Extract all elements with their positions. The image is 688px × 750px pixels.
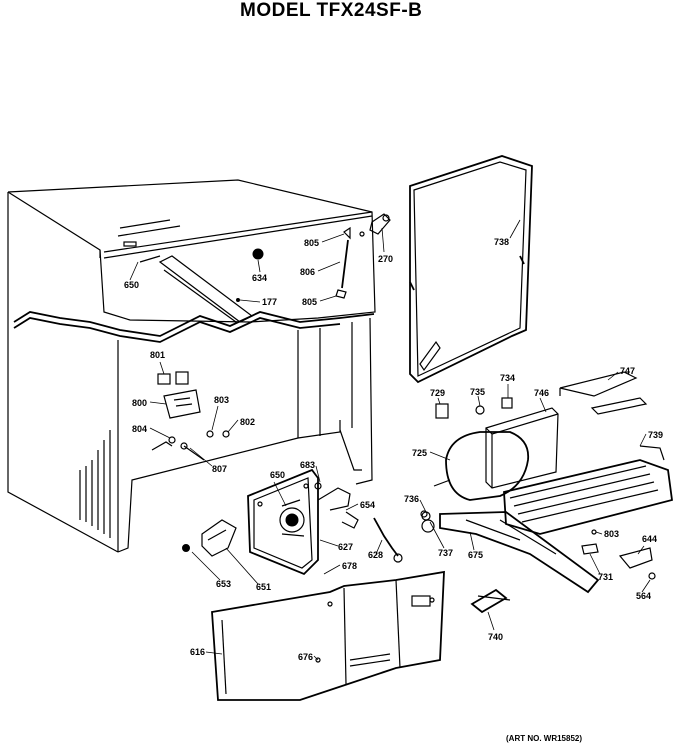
- label-628: 628: [368, 550, 383, 560]
- label-729: 729: [430, 388, 445, 398]
- cabinet: [7, 179, 376, 553]
- label-806: 806: [300, 267, 315, 277]
- label-804: 804: [132, 424, 147, 434]
- label-676: 676: [298, 652, 313, 662]
- label-805b: 805: [302, 297, 317, 307]
- label-746: 746: [534, 388, 549, 398]
- label-650: 650: [124, 280, 139, 290]
- fan-blade: [182, 519, 237, 557]
- label-731: 731: [598, 572, 613, 582]
- label-747: 747: [620, 366, 635, 376]
- compressor: [433, 431, 530, 501]
- label-739: 739: [648, 430, 663, 440]
- label-725: 725: [412, 448, 427, 458]
- label-564: 564: [636, 591, 651, 601]
- label-650b: 650: [270, 470, 285, 480]
- label-738: 738: [494, 237, 509, 247]
- relay-box: [485, 407, 559, 489]
- label-683: 683: [300, 460, 315, 470]
- label-736: 736: [404, 494, 419, 504]
- leader-lines: [129, 219, 651, 661]
- label-803b: 803: [604, 529, 619, 539]
- label-651: 651: [256, 582, 271, 592]
- label-177: 177: [262, 297, 277, 307]
- compressor-base-plate: [439, 511, 600, 594]
- label-675: 675: [468, 550, 483, 560]
- label-802: 802: [240, 417, 255, 427]
- label-800: 800: [132, 398, 147, 408]
- part-labels: 805 806 805 270 634 177 650 738 801 800 …: [124, 237, 663, 662]
- drain-clip-740: [470, 588, 511, 614]
- label-801: 801: [150, 350, 165, 360]
- label-803a: 803: [214, 395, 229, 405]
- rear-access-cover: [211, 570, 445, 701]
- label-805a: 805: [304, 238, 319, 248]
- label-654: 654: [360, 500, 375, 510]
- art-number: (ART NO. WR15852): [506, 734, 583, 743]
- label-653: 653: [216, 579, 231, 589]
- label-616: 616: [190, 647, 205, 657]
- evaporator-cover-panel: [409, 155, 533, 384]
- defrost-switch-assembly: [335, 213, 391, 299]
- label-634: 634: [252, 273, 267, 283]
- label-644: 644: [642, 534, 657, 544]
- diagram-title: MODEL TFX24SF-B: [240, 0, 423, 21]
- label-270: 270: [378, 254, 393, 264]
- label-734: 734: [500, 373, 515, 383]
- label-735: 735: [470, 387, 485, 397]
- label-627: 627: [338, 542, 353, 552]
- fan-shroud-assembly: [247, 468, 359, 576]
- label-678: 678: [342, 561, 357, 571]
- label-737: 737: [438, 548, 453, 558]
- label-740: 740: [488, 632, 503, 642]
- control-components: [151, 371, 230, 461]
- label-807: 807: [212, 464, 227, 474]
- condenser-coil: [503, 445, 673, 535]
